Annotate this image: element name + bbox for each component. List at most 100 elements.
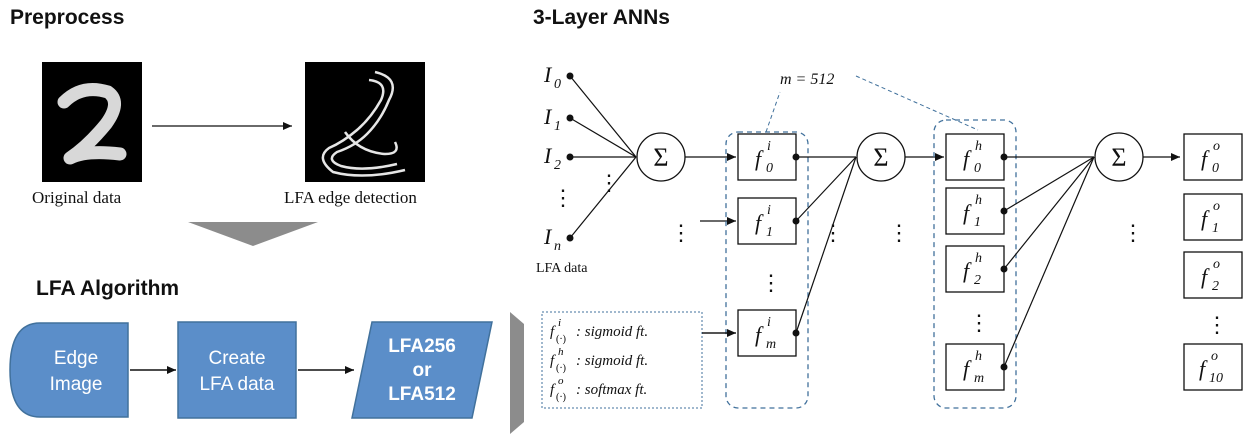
svg-text:f: f: [1201, 146, 1210, 171]
svg-text:f: f: [963, 356, 972, 381]
svg-text:m: m: [974, 371, 984, 386]
lfa-data-caption: LFA data: [536, 261, 588, 276]
legend-row-input: fi (·) : sigmoid ft.: [550, 317, 648, 345]
svg-text:o: o: [1213, 257, 1220, 272]
svg-text:i: i: [767, 139, 771, 154]
svg-text:f: f: [550, 324, 556, 340]
m-label: m = 512: [780, 71, 834, 88]
svg-text:0: 0: [1212, 161, 1219, 176]
create-lfa-data-box: [177, 321, 297, 419]
create-line2: LFA data: [199, 374, 274, 395]
m-leader-left: [765, 91, 781, 133]
svg-text:1: 1: [1212, 221, 1219, 236]
down-gray-arrow: [188, 222, 318, 246]
svg-text:h: h: [558, 346, 564, 358]
svg-text:I: I: [543, 143, 553, 168]
m-leader-right: [855, 75, 979, 131]
svg-text:f: f: [755, 210, 764, 235]
edge-detection-image: [305, 62, 425, 182]
svg-text:h: h: [975, 139, 982, 154]
svg-text:10: 10: [1209, 371, 1223, 386]
svg-text:i: i: [767, 203, 771, 218]
svg-text:f: f: [550, 353, 556, 369]
svg-text:0: 0: [766, 161, 773, 176]
svg-text:Σ: Σ: [1111, 143, 1126, 172]
activation-legend: [541, 311, 703, 409]
svg-text:i: i: [767, 315, 771, 330]
svg-text:m: m: [766, 337, 776, 352]
input-layer-dots: ⋮: [760, 270, 782, 295]
create-line1: Create: [208, 348, 265, 369]
svg-text:⋮: ⋮: [822, 220, 844, 245]
svg-text:o: o: [558, 375, 564, 387]
svg-text:f: f: [1199, 356, 1208, 381]
svg-text:o: o: [1211, 349, 1218, 364]
svg-text:: sigmoid ft.: : sigmoid ft.: [576, 324, 648, 340]
svg-text:f: f: [963, 258, 972, 283]
svg-text:o: o: [1213, 139, 1220, 154]
svg-text:f: f: [1201, 264, 1210, 289]
svg-text:I: I: [543, 224, 553, 249]
svg-text:I: I: [543, 104, 553, 129]
svg-text:f: f: [755, 322, 764, 347]
svg-text:h: h: [975, 349, 982, 364]
edge-image-terminator: [9, 322, 129, 418]
original-data-caption: Original data: [32, 188, 122, 207]
svg-text:f: f: [963, 146, 972, 171]
input-layer-group: [725, 131, 809, 409]
svg-text:h: h: [975, 193, 982, 208]
hidden-layer-dots: ⋮: [968, 310, 990, 335]
svg-text:n: n: [554, 239, 561, 254]
svg-text:(·): (·): [556, 363, 566, 374]
svg-text:⋮: ⋮: [888, 220, 910, 245]
svg-text:o: o: [1213, 199, 1220, 214]
svg-text:f: f: [550, 382, 556, 398]
svg-text:⋮: ⋮: [670, 220, 692, 245]
fanin-dots: ⋮: [598, 170, 620, 195]
legend-row-output: fo (·) : softmax ft.: [550, 375, 647, 403]
svg-text:f: f: [1201, 206, 1210, 231]
original-digit-image: [42, 62, 142, 182]
ann-heading: 3-Layer ANNs: [533, 6, 670, 29]
svg-text:h: h: [975, 251, 982, 266]
svg-text:f: f: [963, 200, 972, 225]
svg-text:(·): (·): [556, 334, 566, 345]
edge-image-line2: Image: [50, 374, 103, 395]
svg-text:0: 0: [554, 77, 561, 92]
svg-text:⋮: ⋮: [1122, 220, 1144, 245]
lfa-algorithm-heading: LFA Algorithm: [36, 277, 180, 300]
svg-text:I: I: [543, 62, 553, 87]
output-layer-dots: ⋮: [1206, 312, 1228, 337]
output-line3: LFA512: [388, 384, 456, 405]
legend-row-hidden: fh (·) : sigmoid ft.: [550, 346, 648, 374]
right-gray-arrow: [510, 312, 524, 434]
svg-text:: sigmoid ft.: : sigmoid ft.: [576, 353, 648, 369]
output-line1: LFA256: [388, 336, 456, 357]
svg-text:: softmax ft.: : softmax ft.: [576, 382, 647, 398]
svg-text:2: 2: [554, 158, 561, 173]
svg-text:1: 1: [974, 215, 981, 230]
svg-text:(·): (·): [556, 392, 566, 403]
preprocess-heading: Preprocess: [10, 6, 125, 29]
svg-text:1: 1: [766, 225, 773, 240]
svg-text:i: i: [558, 317, 561, 329]
svg-text:Σ: Σ: [873, 143, 888, 172]
edge-detection-caption: LFA edge detection: [284, 188, 417, 207]
svg-text:2: 2: [974, 273, 981, 288]
svg-text:1: 1: [554, 119, 561, 134]
output-line2: or: [413, 360, 433, 381]
svg-text:2: 2: [1212, 279, 1219, 294]
